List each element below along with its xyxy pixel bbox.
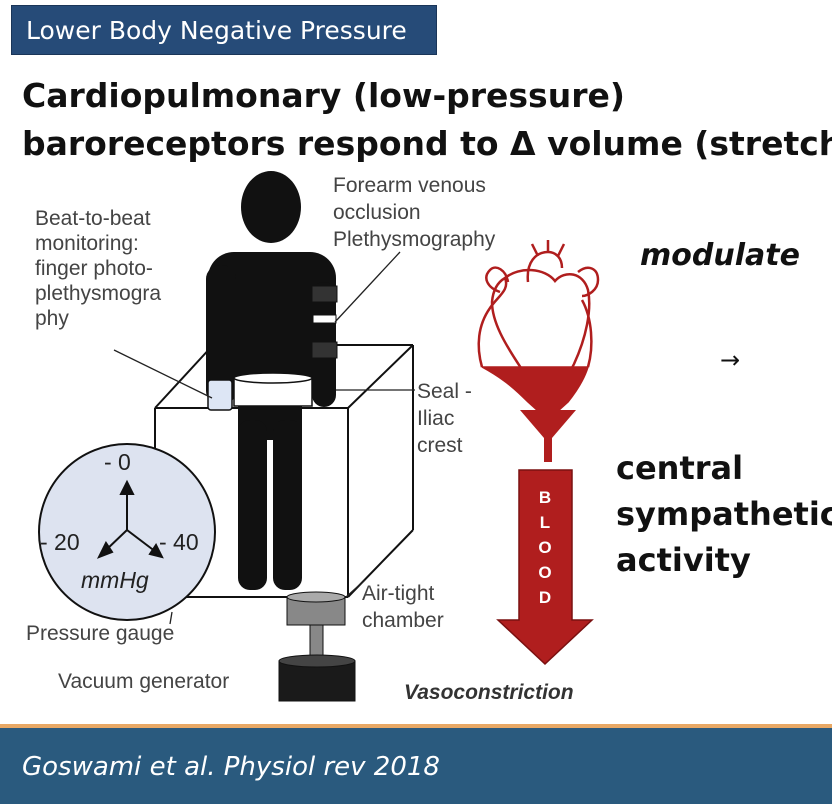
gauge-tick-40: - 40 [159,529,199,555]
seal-iliac-crest-label: Seal - Iliac crest [417,380,472,457]
waist-seal [233,372,313,407]
blood-letter-o1: O [538,538,552,557]
finger-cuff [207,379,233,411]
pressure-gauge [38,443,216,621]
pointer-lines [113,251,415,625]
footer-bar [0,728,832,804]
pressure-gauge-label: Pressure gauge [26,622,175,645]
slide-title-line-1: Cardiopulmonary (low-pressure) [22,76,625,115]
modulate-text: modulate [640,238,800,273]
gauge-tick-0: - 0 [104,449,131,475]
footer-citation: Goswami et al. Physiol rev 2018 [22,752,440,782]
blood-letter-l: L [539,513,551,532]
vacuum-generator-shape [278,591,356,702]
blood-letter-b: B [538,488,552,507]
blood-letter-o2: O [538,563,552,582]
slide-title-line-2: baroreceptors respond to Δ volume (stret… [22,124,832,163]
central-sympathetic-activity: central sympathetic activity [616,449,832,579]
gauge-tick-20: - 20 [40,529,80,555]
air-tight-chamber-label: Air-tight chamber [362,582,444,632]
vasoconstriction-label: Vasoconstriction [404,681,574,704]
vacuum-generator-label: Vacuum generator [58,670,230,693]
section-header: Lower Body Negative Pressure [11,5,437,55]
beat-to-beat-label: Beat-to-beat monitoring: finger photo- p… [35,207,162,330]
gauge-unit: mmHg [81,567,149,593]
forearm-plethysmography-label: Forearm venous occlusion Plethysmography [333,174,496,251]
footer-divider [0,724,832,728]
right-arrow-glyph: → [720,346,741,374]
heart-graphic [477,240,600,462]
blood-letter-d: D [538,588,552,607]
forearm-cuffs [311,285,338,359]
blood-arrow [496,469,594,666]
section-header-text: Lower Body Negative Pressure [26,15,407,45]
